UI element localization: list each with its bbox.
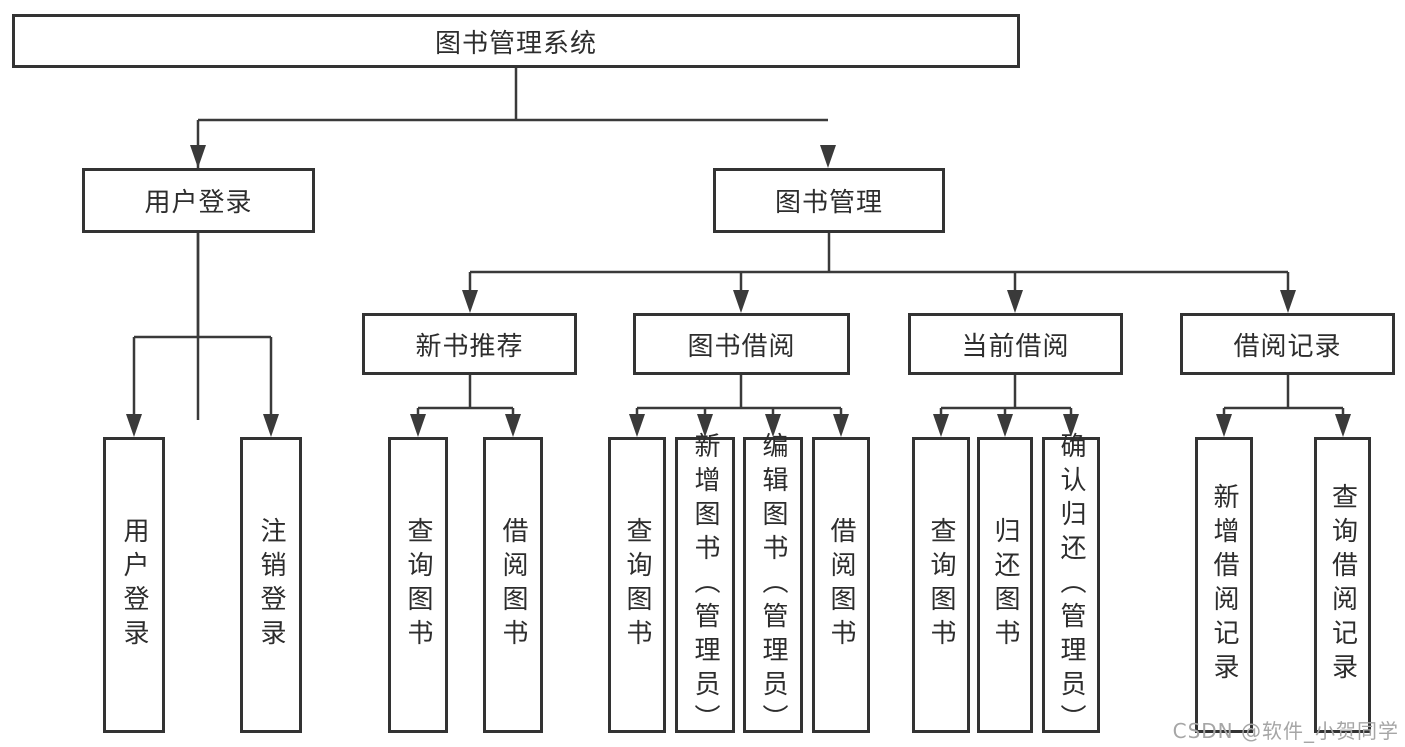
leaf-confirm-return-admin: 确认归还（管理员）	[1042, 432, 1100, 738]
leaf-label: 注销登录	[256, 517, 286, 653]
csdn-watermark: CSDN @软件_小贺同学	[1172, 719, 1399, 743]
leaf-query-books-recommend: 查询图书	[388, 437, 448, 733]
arrow-down-icon	[1007, 290, 1023, 313]
arrow-down-icon	[1216, 414, 1232, 437]
leaf-borrow-books-recommend: 借阅图书	[483, 437, 543, 733]
arrow-down-icon	[933, 414, 949, 437]
node-book-management: 图书管理	[713, 168, 945, 233]
node-library-management-system: 图书管理系统	[12, 14, 1020, 68]
leaf-add-borrow-record: 新增借阅记录	[1195, 437, 1253, 733]
arrow-down-icon	[820, 145, 836, 168]
leaf-label: 借阅图书	[826, 517, 856, 653]
arrow-down-icon	[1335, 414, 1351, 437]
leaf-label: 借阅图书	[498, 517, 528, 653]
arrow-down-icon	[997, 414, 1013, 437]
leaf-query-books-borrow: 查询图书	[608, 437, 666, 733]
leaf-label: 查询借阅记录	[1327, 483, 1358, 687]
leaf-label: 编辑图书（管理员）	[758, 432, 788, 738]
node-current-borrowing: 当前借阅	[908, 313, 1123, 375]
node-label: 新书推荐	[415, 331, 524, 362]
node-user-login: 用户登录	[82, 168, 315, 233]
arrow-down-icon	[697, 414, 713, 437]
arrow-down-icon	[833, 414, 849, 437]
node-label: 借阅记录	[1233, 331, 1342, 362]
node-new-book-recommendation: 新书推荐	[362, 313, 577, 375]
node-label: 当前借阅	[961, 331, 1070, 362]
arrow-down-icon	[733, 290, 749, 313]
arrow-down-icon	[410, 414, 426, 437]
leaf-edit-books-admin: 编辑图书（管理员）	[743, 432, 803, 738]
node-borrowing-records: 借阅记录	[1180, 313, 1395, 375]
node-label: 图书管理系统	[434, 28, 597, 59]
leaf-label: 新增图书（管理员）	[690, 432, 720, 738]
leaf-user-login: 用户登录	[103, 437, 165, 733]
arrow-down-icon	[190, 145, 206, 168]
arrowheads	[126, 145, 1351, 437]
arrow-down-icon	[462, 290, 478, 313]
arrow-down-icon	[1063, 414, 1079, 437]
leaf-query-books-current: 查询图书	[912, 437, 970, 733]
arrow-down-icon	[126, 414, 142, 437]
arrow-down-icon	[629, 414, 645, 437]
leaf-label: 查询图书	[403, 517, 433, 653]
leaf-borrow-books: 借阅图书	[812, 437, 870, 733]
leaf-label: 新增借阅记录	[1209, 483, 1239, 687]
leaf-label: 用户登录	[119, 517, 149, 653]
leaf-logout: 注销登录	[240, 437, 302, 733]
arrow-down-icon	[263, 414, 279, 437]
leaf-add-books-admin: 新增图书（管理员）	[675, 432, 735, 738]
node-label: 图书管理	[774, 188, 883, 218]
leaf-label: 确认归还（管理员）	[1056, 432, 1086, 738]
node-label: 图书借阅	[687, 331, 796, 362]
node-label: 用户登录	[144, 188, 253, 218]
arrow-down-icon	[505, 414, 521, 437]
arrow-down-icon	[765, 414, 781, 437]
arrow-down-icon	[1280, 290, 1296, 313]
leaf-query-borrow-record: 查询借阅记录	[1314, 437, 1371, 733]
leaf-label: 查询图书	[622, 517, 652, 653]
leaf-label: 查询图书	[926, 517, 956, 653]
node-book-borrowing: 图书借阅	[633, 313, 850, 375]
leaf-label: 归还图书	[990, 517, 1020, 653]
leaf-return-books: 归还图书	[977, 437, 1033, 733]
